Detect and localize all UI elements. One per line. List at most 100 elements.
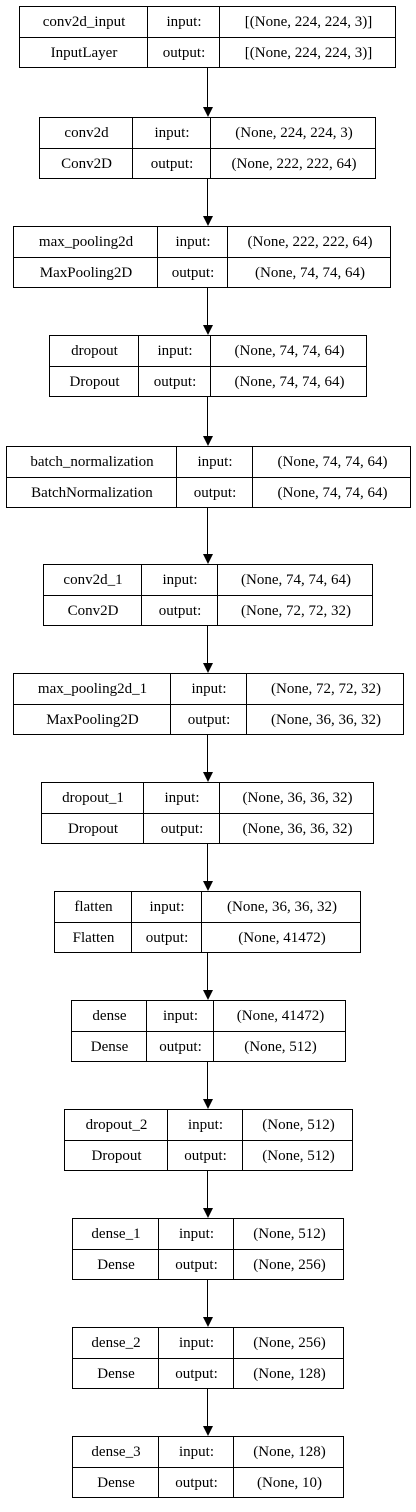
name-column-divider (131, 892, 132, 952)
arrow-down-icon (203, 107, 213, 117)
output-label: output: (184, 1147, 227, 1164)
arrow-down-icon (203, 325, 213, 335)
arrow-down-icon (203, 554, 213, 564)
edge-line (207, 508, 209, 554)
layer-type: Dense (90, 1038, 129, 1055)
label-column-divider (227, 227, 228, 287)
layer-name: dense_3 (91, 1443, 141, 1460)
output-label: output: (175, 1365, 218, 1382)
row-divider (7, 477, 410, 478)
input-shape: (None, 512) (253, 1225, 326, 1242)
layer-type: Dense (97, 1365, 135, 1382)
name-column-divider (167, 1110, 168, 1170)
output-shape: (None, 256) (253, 1256, 326, 1273)
layer-type: Conv2D (67, 602, 119, 619)
arrow-down-icon (203, 772, 213, 782)
layer-type: Dense (97, 1474, 135, 1491)
edge-line (207, 288, 209, 325)
output-label: output: (159, 1038, 202, 1055)
layer-name: batch_normalization (30, 453, 154, 470)
layer-name: dense_1 (91, 1225, 141, 1242)
output-label: output: (175, 1474, 218, 1491)
output-shape: (None, 512) (262, 1147, 335, 1164)
output-shape: (None, 128) (253, 1365, 326, 1382)
edge-line (207, 1280, 209, 1317)
input-label: input: (162, 571, 198, 588)
row-divider (55, 922, 360, 923)
edge-line (207, 1062, 209, 1099)
name-column-divider (146, 1001, 147, 1061)
input-shape: [(None, 224, 224, 3)] (244, 13, 373, 30)
layer-type: BatchNormalization (31, 484, 153, 501)
row-divider (73, 1249, 343, 1250)
edge-line (207, 1171, 209, 1208)
output-shape: (None, 36, 36, 32) (271, 711, 381, 728)
layer-type: InputLayer (50, 44, 118, 61)
name-column-divider (158, 1328, 159, 1388)
layer-type: Dense (97, 1256, 135, 1273)
name-column-divider (147, 7, 148, 67)
layer-name: dense (92, 1007, 127, 1024)
arrow-down-icon (203, 1099, 213, 1109)
arrow-down-icon (203, 1208, 213, 1218)
input-label: input: (178, 1225, 214, 1242)
arrow-down-icon (203, 663, 213, 673)
label-column-divider (201, 892, 202, 952)
output-shape: (None, 72, 72, 32) (241, 602, 351, 619)
label-column-divider (246, 674, 247, 734)
layer-type: Flatten (72, 929, 115, 946)
input-label: input: (191, 680, 227, 697)
arrow-down-icon (203, 1426, 213, 1436)
name-column-divider (176, 447, 177, 507)
edge-line (207, 397, 209, 436)
input-shape: (None, 256) (253, 1334, 326, 1351)
edge-line (207, 1389, 209, 1426)
input-label: input: (149, 898, 185, 915)
output-shape: [(None, 224, 224, 3)] (244, 44, 373, 61)
output-shape: (None, 74, 74, 64) (277, 484, 388, 501)
input-shape: (None, 128) (253, 1443, 326, 1460)
input-label: input: (197, 453, 233, 470)
input-shape: (None, 41472) (236, 1007, 325, 1024)
input-label: input: (157, 342, 193, 359)
arrow-down-icon (203, 881, 213, 891)
label-column-divider (242, 1110, 243, 1170)
layer-name: flatten (74, 898, 113, 915)
layer-type: MaxPooling2D (46, 711, 139, 728)
layer-name: conv2d_1 (63, 571, 123, 588)
name-column-divider (170, 674, 171, 734)
output-label: output: (145, 929, 189, 946)
input-shape: (None, 512) (262, 1116, 335, 1133)
name-column-divider (158, 1219, 159, 1279)
input-label: input: (178, 1443, 214, 1460)
label-column-divider (233, 1328, 234, 1388)
row-divider (42, 813, 373, 814)
edge-line (207, 626, 209, 663)
label-column-divider (217, 565, 218, 625)
label-column-divider (210, 336, 211, 396)
label-column-divider (252, 447, 253, 507)
name-column-divider (143, 783, 144, 843)
layer-type: Dropout (91, 1147, 142, 1164)
label-column-divider (210, 118, 211, 178)
edge-line (207, 953, 209, 990)
input-label: input: (187, 1116, 223, 1133)
row-divider (50, 366, 366, 367)
layer-name: dense_2 (91, 1334, 141, 1351)
layer-name: conv2d_input (42, 13, 126, 30)
output-label: output: (153, 373, 197, 390)
label-column-divider (213, 1001, 214, 1061)
input-shape: (None, 224, 224, 3) (235, 124, 353, 141)
layer-name: max_pooling2d (38, 233, 134, 250)
input-shape: (None, 36, 36, 32) (242, 789, 353, 806)
output-label: output: (171, 264, 215, 281)
